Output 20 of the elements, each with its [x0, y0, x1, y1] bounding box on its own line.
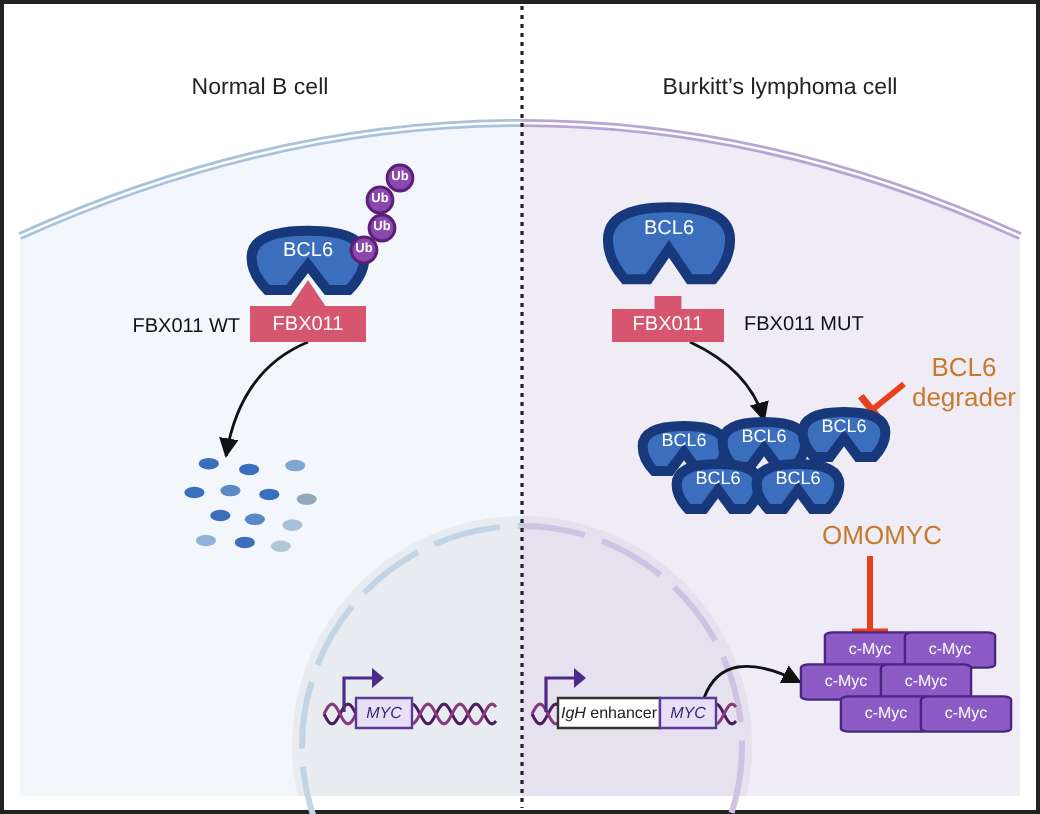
panel-heading: Normal B cell — [191, 76, 329, 102]
panel-heading: Burkitt’s lymphoma cell — [662, 76, 898, 102]
arrow — [219, 340, 309, 458]
c-myc-protein: c-Myc — [904, 632, 996, 668]
protein-status-label: FBX011 MUT — [744, 314, 864, 336]
gene-box: MYC — [356, 698, 412, 728]
c-myc-protein: c-Myc — [920, 696, 1012, 732]
protein-status-label: FBX011 WT — [132, 316, 240, 338]
bcl6-protein: BCL6 — [754, 462, 842, 512]
enhancer-box: IgH enhancer — [558, 698, 660, 728]
arrow — [689, 340, 768, 422]
drug-label: BCL6 degrader — [904, 350, 1024, 418]
bcl6-protein: BCL6 — [604, 204, 734, 284]
arrow — [702, 664, 802, 699]
bcl6-protein: BCL6 — [800, 410, 888, 460]
fbx011-protein: FBX011 — [250, 280, 366, 342]
gene-box: MYC — [660, 698, 716, 728]
fbx011-protein: FBX011 — [612, 296, 724, 342]
drug-label: OMOMYC — [812, 516, 952, 556]
bcl6-protein: BCL6 — [674, 462, 762, 512]
